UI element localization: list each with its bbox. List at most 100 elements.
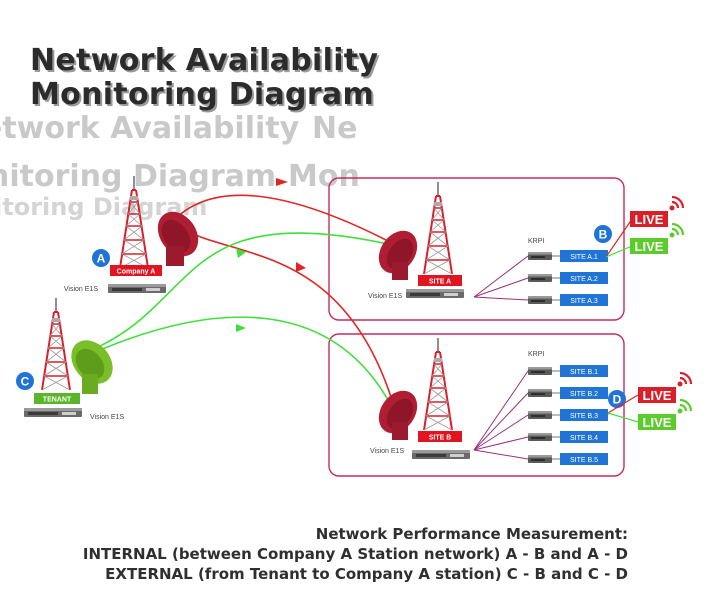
- title-line-1: Network Availability: [30, 43, 379, 78]
- link-c-to-site-b: [99, 316, 389, 401]
- live-label: LIVE: [635, 212, 664, 227]
- node-d-badge-text: D: [613, 393, 622, 407]
- site-item-label: SITE B.1: [570, 369, 598, 376]
- company-a-dish: [157, 211, 199, 266]
- node-d-badge: [608, 390, 626, 408]
- company-a-tower: [119, 175, 149, 269]
- live-badge-d-green: LIVE: [638, 398, 693, 430]
- krpi-label: KRPI: [528, 238, 544, 245]
- fan-link: [473, 370, 529, 451]
- site-item-box: [560, 272, 608, 284]
- link-c-to-site-a: [95, 232, 389, 349]
- krpi-device: [528, 411, 552, 419]
- node-c-badge-text: C: [21, 375, 30, 389]
- live-link: [605, 245, 633, 258]
- site-item-label: SITE B.2: [570, 391, 598, 398]
- site-a-tower: [423, 181, 453, 275]
- arrowhead: [236, 324, 246, 332]
- site-item-label: SITE A.3: [570, 298, 598, 305]
- footer-notes: Network Performance Measurement: INTERNA…: [83, 524, 628, 584]
- live-label: LIVE: [643, 388, 672, 403]
- site-item-box: [560, 365, 608, 377]
- title-line-2: Monitoring Diagram: [30, 77, 375, 112]
- node-c-badge: [16, 372, 34, 390]
- site-item-label: SITE A.2: [570, 276, 598, 283]
- footer-external: EXTERNAL (from Tenant to Company A stati…: [105, 565, 628, 583]
- live-badge-d-red: LIVE: [638, 371, 693, 403]
- company-a-device-label: Vision E1S: [64, 286, 98, 293]
- tenant-device-label: Vision E1S: [90, 414, 124, 421]
- site-a-dish: [378, 230, 418, 280]
- page-title: Network Availability Monitoring Diagram: [30, 44, 378, 112]
- krpi-label: KRPI: [528, 351, 544, 358]
- arrowhead: [276, 178, 288, 186]
- site-item-label: SITE A.1: [570, 254, 598, 261]
- footer-heading: Network Performance Measurement:: [315, 525, 628, 543]
- tenant-router: [24, 408, 82, 417]
- site-b-dish: [378, 390, 418, 440]
- fan-link: [473, 296, 529, 301]
- node-b-badge: [594, 225, 612, 243]
- fan-link: [473, 449, 529, 460]
- node-b-badge-text: B: [599, 228, 608, 242]
- live-link: [607, 412, 639, 423]
- footer-internal: INTERNAL (between Company A Station netw…: [82, 545, 628, 563]
- fan-link: [473, 436, 529, 451]
- site-item-box: [560, 453, 608, 465]
- arrowhead: [236, 248, 246, 258]
- wifi-icon: [676, 371, 693, 388]
- fan-link: [473, 277, 529, 298]
- site-item-label: SITE B.3: [570, 413, 598, 420]
- krpi-device: [528, 367, 552, 375]
- krpi-device: [528, 389, 552, 397]
- live-badge-b-green: LIVE: [630, 222, 685, 254]
- site-item-box: [560, 409, 608, 421]
- tenant-dish: [71, 340, 113, 394]
- company-a-label: Company A: [117, 269, 156, 276]
- site-a-device-label: Vision E1S: [368, 293, 402, 300]
- krpi-device: [528, 296, 552, 304]
- site-b-tower: [423, 337, 453, 431]
- company-a-router: [108, 284, 166, 293]
- live-badge-b-red: LIVE: [630, 195, 685, 227]
- node-a-badge-text: A: [97, 252, 106, 266]
- site-item-box: [560, 250, 608, 262]
- krpi-device: [528, 252, 552, 260]
- tenant-tower: [41, 297, 71, 391]
- wifi-icon: [676, 398, 693, 415]
- site-item-box: [560, 294, 608, 306]
- fan-link: [473, 414, 529, 451]
- wifi-icon: [668, 222, 685, 239]
- site-a-label: SITE A: [429, 279, 451, 286]
- fan-link: [473, 255, 529, 298]
- site-item-label: SITE B.4: [570, 435, 598, 442]
- wifi-icon: [668, 195, 685, 212]
- arrowhead: [296, 262, 306, 272]
- site-item-label: SITE B.5: [570, 457, 598, 464]
- site-b-label-box: [418, 431, 462, 442]
- live-label: LIVE: [635, 239, 664, 254]
- site-b-panel: [328, 333, 625, 477]
- live-label: LIVE: [643, 415, 672, 430]
- node-a-badge: [92, 249, 110, 267]
- site-a-label-box: [418, 275, 462, 286]
- site-a-router: [406, 289, 464, 298]
- site-b-label: SITE B: [429, 435, 452, 442]
- krpi-device: [528, 433, 552, 441]
- krpi-device: [528, 455, 552, 463]
- tenant-label-box: [34, 393, 80, 404]
- link-a-to-site-a: [171, 194, 391, 243]
- live-link: [605, 218, 633, 258]
- site-b-device-label: Vision E1S: [370, 448, 404, 455]
- site-item-box: [560, 431, 608, 443]
- link-a-to-site-b: [177, 225, 393, 401]
- tenant-label: TENANT: [43, 397, 72, 404]
- site-item-box: [560, 387, 608, 399]
- fan-link: [473, 392, 529, 451]
- site-b-router: [412, 450, 470, 459]
- company-a-label-box: [110, 265, 162, 276]
- live-link: [607, 394, 639, 414]
